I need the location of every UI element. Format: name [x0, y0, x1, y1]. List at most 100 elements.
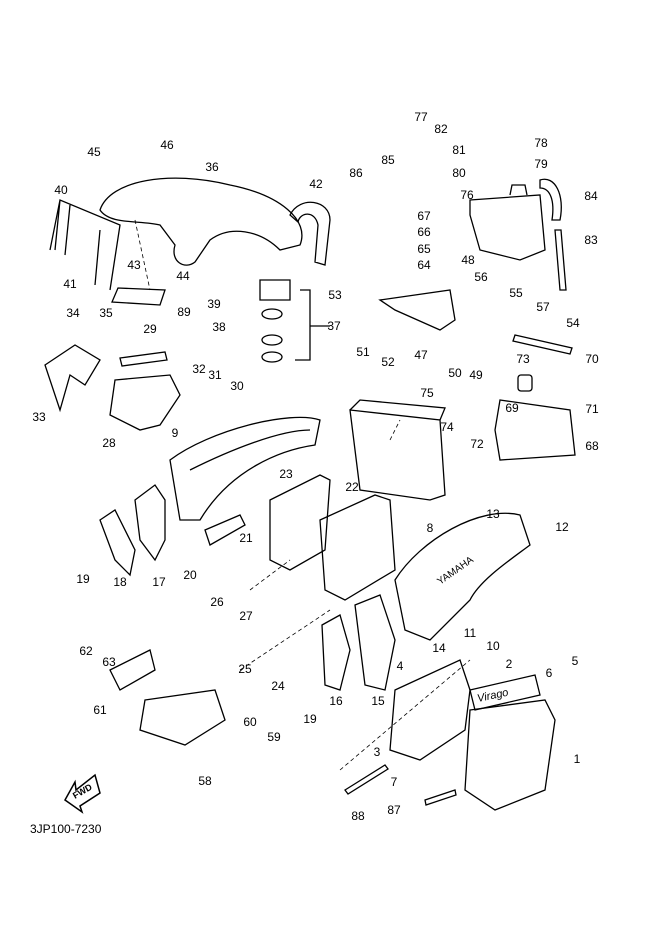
part-9-side-cover — [169, 416, 321, 521]
part-label: 12 — [555, 520, 569, 534]
part-label: 51 — [356, 345, 370, 359]
part-label: 45 — [87, 145, 101, 159]
part-label: 27 — [239, 609, 253, 623]
part-label: 28 — [102, 436, 116, 450]
part-74-battery-box — [349, 399, 446, 501]
diagram-code: 3JP100-7230 — [30, 822, 102, 836]
part-label: 44 — [176, 269, 190, 283]
part-label: 53 — [328, 288, 342, 302]
part-58-bracket — [139, 689, 226, 746]
part-label: 47 — [414, 348, 428, 362]
part-label: 65 — [417, 242, 431, 256]
part-label: 74 — [440, 420, 454, 434]
part-label: 25 — [238, 662, 252, 676]
part-label: 11 — [463, 626, 477, 640]
part-label: 78 — [534, 136, 548, 150]
part-label: 89 — [177, 305, 191, 319]
part-label: 18 — [113, 575, 127, 589]
virago-text: Virago — [476, 687, 509, 705]
part-label: 40 — [54, 183, 68, 197]
part-20 — [204, 514, 246, 546]
part-label: 48 — [461, 253, 475, 267]
part-label: 13 — [486, 507, 500, 521]
part-label: 14 — [432, 641, 446, 655]
part-label: 72 — [470, 437, 484, 451]
part-label: 77 — [414, 110, 428, 124]
part-label: 58 — [198, 774, 212, 788]
part-label: 35 — [99, 306, 113, 320]
part-37-grommet — [261, 308, 283, 320]
part-label: 46 — [160, 138, 174, 152]
part-label: 68 — [585, 439, 599, 453]
part-label: 1 — [573, 752, 581, 766]
part-label: 17 — [152, 575, 166, 589]
part-label: 26 — [210, 595, 224, 609]
part-label: 7 — [390, 775, 398, 789]
part-label: 57 — [536, 300, 550, 314]
part-16 — [321, 614, 351, 691]
part-label: 66 — [417, 225, 431, 239]
part-label: 73 — [516, 352, 530, 366]
part-label: 3 — [373, 745, 381, 759]
part-label: 6 — [545, 666, 553, 680]
part-label: 62 — [79, 644, 93, 658]
part-label: 85 — [381, 153, 395, 167]
part-label: 33 — [32, 410, 46, 424]
part-label: 52 — [381, 355, 395, 369]
part-label: 23 — [279, 467, 293, 481]
part-label: 37 — [327, 319, 341, 333]
part-61 — [109, 649, 156, 691]
part-label: 10 — [486, 639, 500, 653]
part-label: 31 — [208, 368, 222, 382]
part-label: 82 — [434, 122, 448, 136]
part-label: 84 — [584, 189, 598, 203]
part-18 — [99, 509, 136, 577]
part-label: 86 — [349, 166, 363, 180]
part-label: 83 — [584, 233, 598, 247]
part-42 — [289, 201, 331, 266]
part-28 — [109, 374, 181, 431]
part-label: 55 — [509, 286, 523, 300]
part-label: 42 — [309, 177, 323, 191]
part-label: 38 — [212, 320, 226, 334]
part-label: 71 — [585, 402, 599, 416]
part-29 — [119, 351, 168, 367]
part-1-side-cover — [464, 699, 556, 811]
part-label: 32 — [192, 362, 206, 376]
part-label: 79 — [534, 157, 548, 171]
part-label: 49 — [469, 368, 483, 382]
part-label: 4 — [396, 659, 404, 673]
part-88-rod — [344, 764, 389, 795]
part-label: 81 — [452, 143, 466, 157]
part-47-bracket — [378, 289, 456, 331]
part-label: 67 — [417, 209, 431, 223]
part-label: 39 — [207, 297, 221, 311]
part-54-rod — [512, 334, 573, 355]
part-87 — [424, 789, 457, 806]
part-label: 19 — [76, 572, 90, 586]
part-label: 9 — [171, 426, 179, 440]
part-label: 20 — [183, 568, 197, 582]
part-33 — [44, 344, 101, 413]
part-label: 59 — [267, 730, 281, 744]
part-label: 63 — [102, 655, 116, 669]
part-label: 80 — [452, 166, 466, 180]
part-label: 60 — [243, 715, 257, 729]
part-label: 70 — [585, 352, 599, 366]
part-label: 19 — [303, 712, 317, 726]
part-2-emblem — [469, 674, 541, 711]
part-label: 87 — [387, 803, 401, 817]
part-label: 76 — [460, 188, 474, 202]
part-label: 29 — [143, 322, 157, 336]
part-label: 69 — [505, 401, 519, 415]
part-36-tank-cover — [99, 177, 303, 266]
part-label: 43 — [127, 258, 141, 272]
part-label: 54 — [566, 316, 580, 330]
part-3-side-cover — [389, 659, 471, 761]
part-label: 36 — [205, 160, 219, 174]
part-8-cover — [394, 512, 531, 641]
part-22-plate — [319, 494, 396, 601]
part-label: 2 — [505, 657, 513, 671]
